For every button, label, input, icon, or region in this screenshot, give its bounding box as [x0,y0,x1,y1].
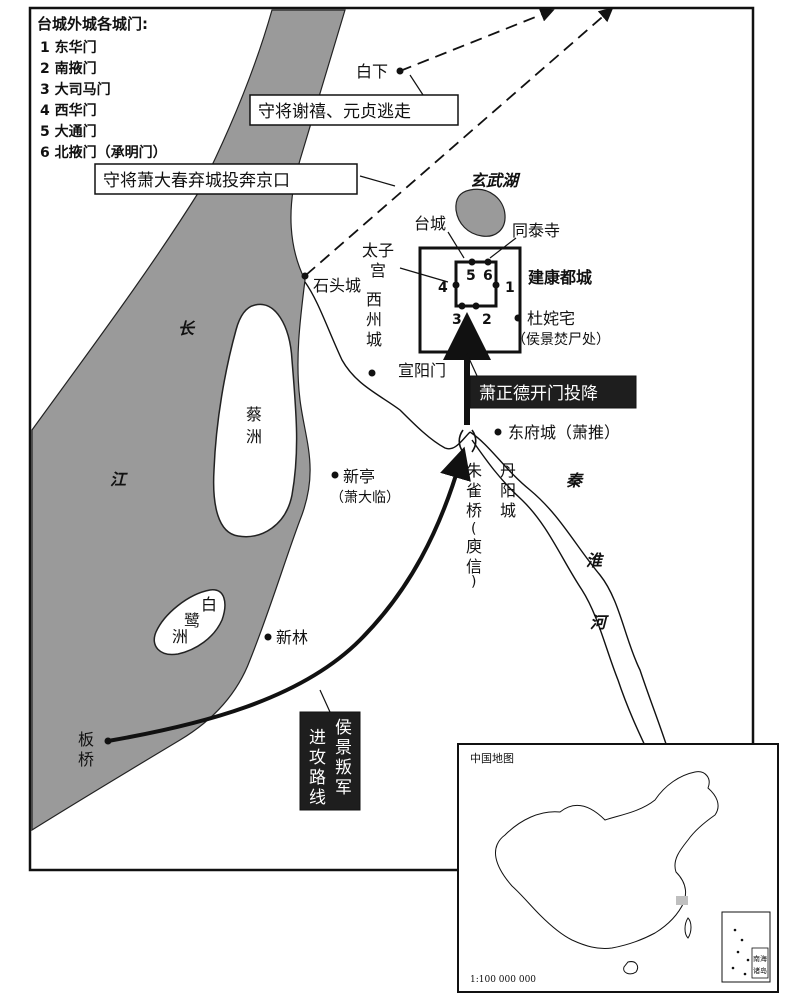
place-markers [104,67,522,745]
label-caizhou-2: 洲 [246,427,262,446]
south-sea-label-box [751,947,769,979]
label-zhuque-note-3: 信 [466,557,482,576]
label-changjiang-1: 长 [178,319,196,338]
label-bailu-3: 洲 [172,627,188,646]
route-col-2-char-4: 线 [309,788,326,808]
label-caizhou-1: 蔡 [246,405,262,424]
label-duchazhai-note: （侯景焚尸处） [512,332,610,348]
label-banqiao-2: 桥 [78,750,94,769]
legend-item-1: 1 东华门 [40,39,97,56]
legend-item-2: 2 南掖门 [40,60,97,77]
route-col-1-char-1: 侯 [335,718,352,738]
label-bailu-1: 白 [201,595,217,614]
gate-markers [452,258,500,310]
label-bailu-2: 鹭 [184,611,200,630]
legend-item-6: 6 北掖门（承明门） [40,144,167,161]
yangtze-river [31,9,346,832]
legend-title: 台城外城各城门: [37,15,148,33]
gate-1-number: 1 [505,280,515,296]
label-zhuque-note-4: ) [471,574,476,590]
label-jiankang: 建康都城 [528,268,592,287]
label-qinhuai-3: 河 [590,613,609,632]
callout-xiao-dachun-box [94,163,358,195]
label-taizi-gong-1: 太子 [362,241,394,260]
inset-highlight [676,896,688,905]
leader-xuanyang [466,353,479,379]
label-taicheng: 台城 [414,214,446,233]
callout-baixia-text: 守将谢禧、元贞逃走 [258,102,411,122]
label-xinting-note: （萧大临） [330,490,400,506]
label-banqiao-1: 板 [78,730,94,749]
label-tongtai-temple: 同泰寺 [512,221,560,240]
callout-xiao-zhengde-text: 萧正德开门投降 [479,384,598,404]
qinhuai-river-south-bank [471,439,649,753]
leader-taizi [399,267,449,283]
route-col-1-char-4: 军 [335,778,352,798]
callout-baixia-box [249,94,459,126]
route-col-1-char-3: 叛 [335,758,352,778]
label-taizi-gong-2: 宫 [370,261,386,280]
legend-item-3: 3 大司马门 [40,81,111,98]
south-sea-label-1: 南海 [753,954,767,963]
label-qinhuai-2: 淮 [586,551,605,570]
taiwan-island [684,917,692,939]
inset-scale: 1:100 000 000 [470,975,536,985]
leader-tongtai [489,237,517,259]
label-xizhou-1: 西 [366,290,382,309]
callout-xiao-zhengde-box [469,375,637,409]
route-col-1-char-2: 景 [335,738,352,758]
leader-shitou [359,175,396,187]
label-zhuque-3: 桥 [466,501,482,520]
leader-taicheng [447,231,465,259]
label-danyang-2: 阳 [500,481,516,500]
label-changjiang-2: 江 [110,470,128,489]
rebel-attack-route [107,446,471,743]
label-shitou: 石头城 [313,276,361,295]
qinhuai-river [469,431,669,751]
china-outline [495,771,719,949]
route-col-2-char-3: 路 [309,768,326,788]
route-col-2-char-1: 进 [309,728,326,748]
callout-route-text: 侯 景 叛 军 进 攻 路 线 [309,718,352,808]
label-xizhou-3: 城 [366,330,382,349]
label-xinlin: 新林 [276,628,308,647]
label-duchazhai: 杜姹宅 [527,309,575,328]
xuanwu-lake [455,188,506,237]
south-sea-label-2: 诸岛 [753,966,767,975]
route-col-2-char-2: 攻 [309,748,326,768]
callout-xiao-dachun-text: 守将萧大春弃城投奔京口 [103,171,290,191]
gate-6-number: 6 [483,268,493,284]
label-xinting: 新亭 [343,467,375,486]
label-baixia: 白下 [356,62,388,81]
legend-item-4: 4 西华门 [40,102,97,119]
label-zhuque-1: 朱 [466,461,482,480]
bailu-island [153,589,226,656]
caizhou-island [212,303,298,538]
callout-route-box [299,711,361,811]
label-danyang-3: 城 [500,501,516,520]
south-sea-islands [731,928,750,976]
label-xizhou-2: 州 [366,310,382,329]
label-dongfu: 东府城（萧推） [508,423,620,442]
gate-4-number: 4 [438,280,448,296]
label-zhuque-note-1: ( [471,521,476,537]
label-zhuque-2: 雀 [466,481,482,500]
inset-map-title: 中国地图 [470,752,514,765]
flee-route-baixia [399,7,555,72]
label-zhuque-note-2: 庾 [466,537,482,556]
gate-2-number: 2 [482,312,492,328]
gate-5-number: 5 [466,268,476,284]
hainan-island [623,961,639,975]
label-danyang-1: 丹 [500,461,516,480]
label-xuanwu-lake: 玄武湖 [470,171,521,190]
leader-baixia [409,74,426,99]
gate-3-number: 3 [452,312,462,328]
legend-item-5: 5 大通门 [40,123,97,140]
flee-route-shitou [305,7,614,276]
label-xuanyang-gate: 宣阳门 [398,361,446,380]
label-qinhuai-1: 秦 [566,471,584,490]
leader-route [319,689,331,713]
